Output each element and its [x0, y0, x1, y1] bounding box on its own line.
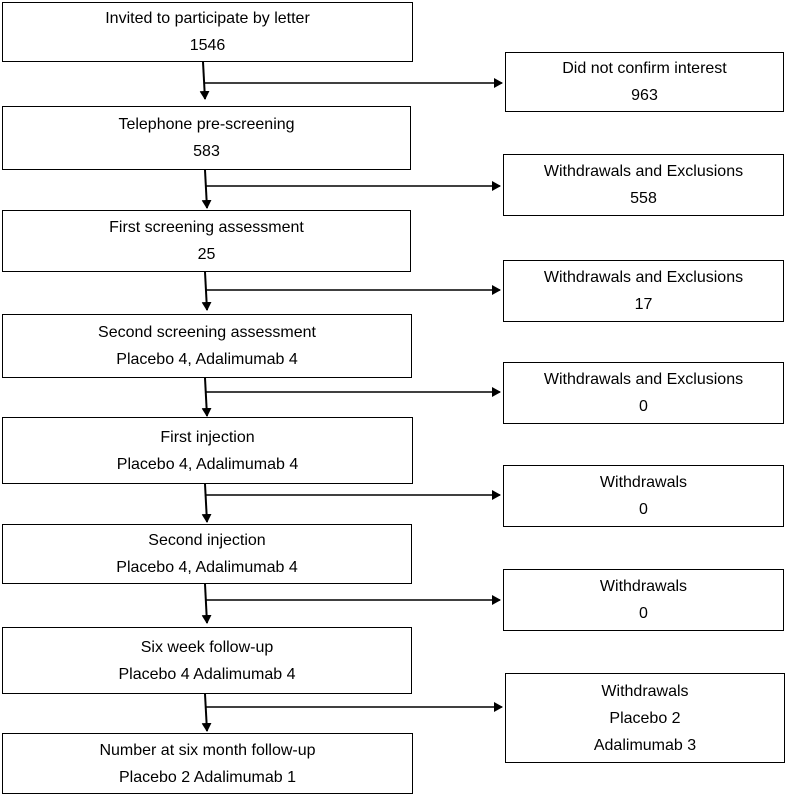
- main-box-title: Telephone pre-screening: [118, 116, 295, 133]
- side-box-withdrawals-exclusions-2: Withdrawals and Exclusions 17: [503, 260, 784, 322]
- main-box-first-injection: First injection Placebo 4, Adalimumab 4: [2, 417, 413, 484]
- side-box-value-2: Adalimumab 3: [593, 736, 697, 754]
- main-box-title: Number at six month follow-up: [99, 741, 316, 759]
- side-box-value: 963: [631, 87, 658, 104]
- side-box-withdrawals-exclusions-3: Withdrawals and Exclusions 0: [503, 362, 784, 424]
- main-box-first-screening: First screening assessment 25: [2, 210, 411, 272]
- main-box-value: Placebo 4, Adalimumab 4: [116, 455, 299, 473]
- main-box-title: Second injection: [148, 532, 266, 549]
- down-arrow-2: [201, 169, 212, 209]
- main-box-value: Placebo 4 Adalimumab 4: [118, 665, 296, 683]
- main-box-value: Placebo 2 Adalimumab 1: [119, 768, 296, 786]
- down-arrow-3: [201, 271, 212, 311]
- main-box-telephone-prescreening: Telephone pre-screening 583: [2, 106, 411, 170]
- main-box-invited: Invited to participate by letter 1546: [2, 2, 413, 62]
- side-box-title: Withdrawals: [601, 682, 689, 700]
- down-arrow-1: [199, 61, 210, 100]
- side-box-value: Placebo 2: [609, 709, 681, 727]
- side-box-title: Withdrawals and Exclusions: [543, 269, 744, 286]
- main-box-title: Invited to participate by letter: [105, 10, 310, 27]
- main-box-title: First injection: [160, 428, 255, 446]
- side-box-title: Withdrawals and Exclusions: [543, 163, 744, 180]
- down-arrow-4: [201, 377, 212, 417]
- side-box-value: 558: [630, 190, 657, 207]
- main-box-value: Placebo 4, Adalimumab 4: [116, 559, 298, 576]
- main-box-title: First screening assessment: [109, 219, 304, 236]
- main-box-value: 583: [193, 143, 220, 160]
- main-box-second-screening: Second screening assessment Placebo 4, A…: [2, 314, 412, 378]
- main-box-title: Second screening assessment: [98, 324, 316, 341]
- side-box-withdrawals-2: Withdrawals 0: [503, 569, 784, 631]
- main-box-six-month-followup: Number at six month follow-up Placebo 2 …: [2, 733, 413, 794]
- side-box-value: 0: [639, 398, 648, 415]
- down-arrow-5: [201, 483, 212, 523]
- side-box-title: Withdrawals: [599, 578, 688, 595]
- side-box-withdrawals-1: Withdrawals 0: [503, 465, 784, 527]
- side-box-withdrawals-exclusions-1: Withdrawals and Exclusions 558: [503, 154, 784, 216]
- side-box-did-not-confirm: Did not confirm interest 963: [505, 52, 784, 112]
- main-box-value: Placebo 4, Adalimumab 4: [116, 351, 298, 368]
- main-box-six-week-followup: Six week follow-up Placebo 4 Adalimumab …: [2, 627, 412, 694]
- side-box-title: Withdrawals: [599, 474, 688, 491]
- main-box-value: 25: [197, 246, 216, 263]
- side-box-value: 0: [639, 501, 648, 518]
- main-box-second-injection: Second injection Placebo 4, Adalimumab 4: [2, 524, 412, 584]
- down-arrow-6: [201, 583, 212, 624]
- down-arrow-7: [201, 693, 212, 732]
- side-box-value: 17: [634, 296, 653, 313]
- side-box-value: 0: [639, 605, 648, 622]
- main-box-title: Six week follow-up: [140, 638, 274, 656]
- side-box-title: Did not confirm interest: [562, 60, 727, 77]
- side-box-title: Withdrawals and Exclusions: [543, 371, 744, 388]
- side-box-withdrawals-3: Withdrawals Placebo 2 Adalimumab 3: [505, 673, 785, 763]
- main-box-value: 1546: [189, 37, 226, 54]
